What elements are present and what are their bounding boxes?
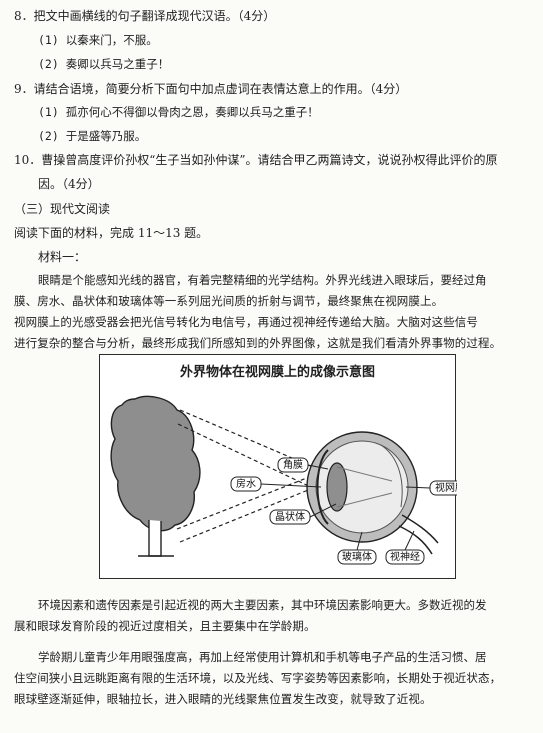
label-callouts (230, 457, 457, 565)
paragraph-1-line-2: 膜、房水、晶状体和玻璃体等一系列屈光间质的折射与调节，最终聚焦在视网膜上。 (14, 294, 444, 308)
question-10-line-2: 因。（4分） (38, 177, 100, 191)
question-8: 8．把文中画横线的句子翻译成现代汉语。（4分） (14, 9, 276, 23)
paragraph-4-line-3: 眼球壁逐渐延伸，眼轴拉长，进入眼睛的光线聚焦位置发生改变，就导致了近视。 (14, 692, 432, 706)
question-8-item-2: (2) 奏卿以兵马之重子！ (38, 57, 170, 71)
label-aqueous: 房水 (236, 477, 256, 490)
paragraph-4-line-1: 学龄期儿童青少年用眼强度高，再加上经常使用计算机和手机等电子产品的生活习惯、居 (38, 650, 487, 664)
label-vitreous: 玻璃体 (342, 550, 372, 563)
label-lens: 晶状体 (275, 510, 305, 523)
eye-diagram-svg: 角膜 房水 晶状体 视网膜 玻璃体 视神经 (110, 395, 457, 565)
figure-labels: 角膜 房水 晶状体 视网膜 玻璃体 视神经 (236, 459, 457, 563)
paragraph-3-line-2: 展和眼球发育阶段的视近过度相关，且主要集中在学龄期。 (14, 619, 316, 633)
paragraph-2-line-1: 视网膜上的光感受器会把光信号转化为电信号，再通过视神经传递给大脑。大脑对这些信号 (14, 315, 478, 329)
section-instruction: 阅读下面的材料，完成 11～13 题。 (14, 226, 209, 240)
question-9: 9．请结合语境，简要分析下面句中加点虚词在表情达意上的作用。（4分） (14, 82, 408, 96)
tree-shape (110, 395, 201, 557)
paragraph-4-line-2: 住空间狭小且远眺距离有限的生活环境，以及光线、写字姿势等因素影响，长期处于视近状… (14, 671, 502, 685)
eye-diagram: 外界物体在视网膜上的成像示意图 (99, 354, 457, 579)
label-cornea: 角膜 (283, 459, 303, 471)
paragraph-1-line-1: 眼睛是个能感知光线的器官，有着完整精细的光学结构。外界光线进入眼球后，要经过角 (38, 273, 487, 287)
question-9-item-2: (2) 于是盛等乃服。 (38, 129, 147, 143)
paragraph-3-line-1: 环境因素和遗传因素是引起近视的两大主要因素，其中环境因素影响更大。多数近视的发 (38, 598, 487, 612)
question-9-item-1: (1) 孤亦何心不得御以骨肉之恩，奏卿以兵马之重子！ (38, 105, 319, 119)
figure-title: 外界物体在视网膜上的成像示意图 (179, 364, 375, 379)
label-retina: 视网膜 (435, 481, 457, 494)
section-title: （三）现代文阅读 (14, 202, 111, 216)
eye-shape (306, 431, 439, 555)
material-label: 材料一： (38, 250, 87, 264)
question-8-item-1: (1) 以秦来门，不服。 (38, 33, 158, 47)
label-optic-nerve: 视神经 (390, 550, 420, 563)
question-10-line-1: 10．曹操曾高度评价孙权“生子当如孙仲谋”。请结合甲乙两篇诗文，说说孙权得此评价… (14, 153, 498, 167)
paragraph-2-line-2: 进行复杂的整合与分析，最终形成我们所感知到的外界图像，这就是我们看清外界事物的过… (14, 336, 502, 350)
